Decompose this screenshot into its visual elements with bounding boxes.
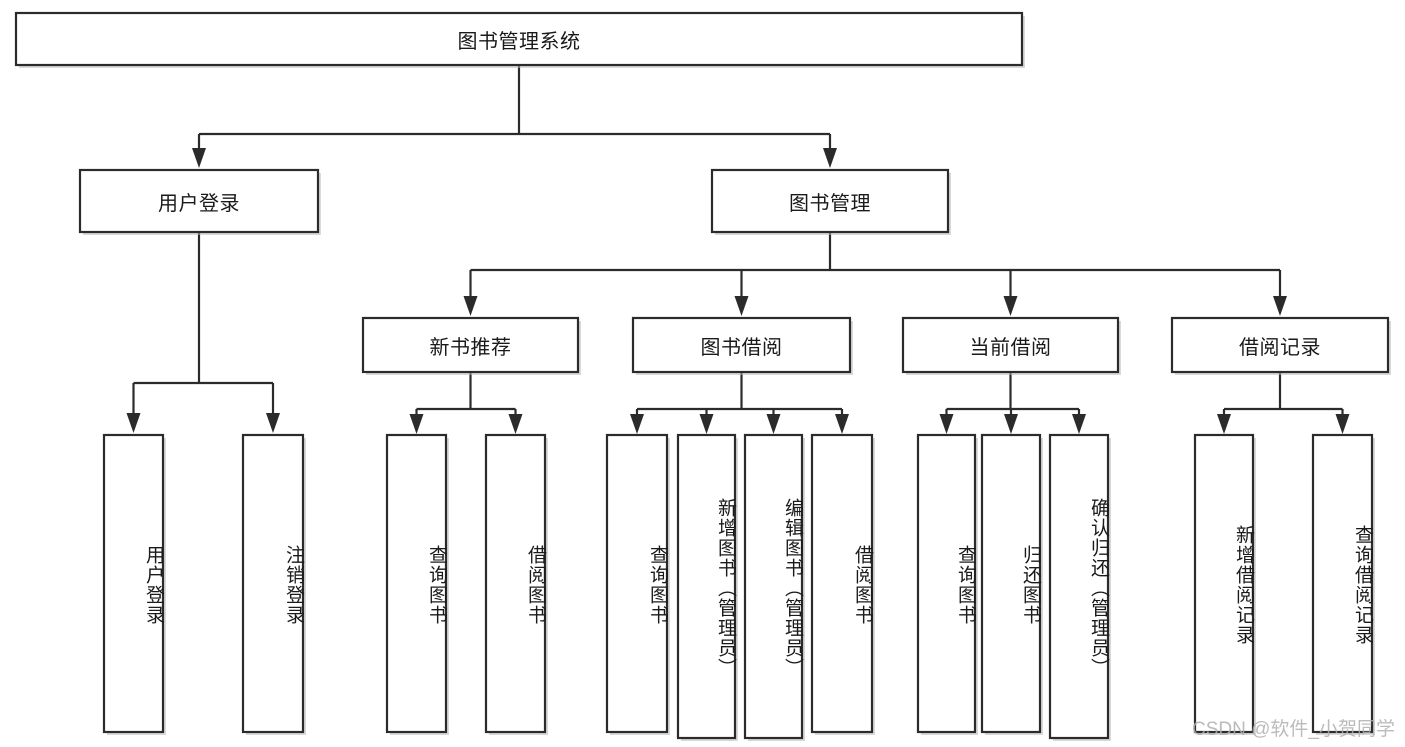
leaf-node-box[interactable]	[241, 433, 305, 734]
arrow-head	[939, 414, 954, 434]
arrow-head	[463, 296, 478, 316]
level1-node-box[interactable]	[78, 168, 320, 234]
leaf-node-box[interactable]	[743, 433, 804, 740]
leaf-node-box[interactable]	[810, 433, 874, 734]
leaf-node-box[interactable]	[102, 433, 165, 734]
level1-node-box[interactable]	[710, 168, 950, 234]
leaf-node-box[interactable]	[916, 433, 977, 734]
arrow-head	[126, 413, 141, 433]
leaf-node-box[interactable]	[484, 433, 547, 734]
arrow-head	[699, 414, 714, 434]
arrow-head	[409, 414, 424, 434]
level2-node-box[interactable]	[361, 316, 580, 374]
arrow-head	[1217, 414, 1231, 434]
edges-layer	[126, 65, 1350, 434]
arrow-head	[835, 414, 849, 434]
arrow-head	[1335, 414, 1350, 434]
boxes-layer	[14, 11, 1391, 741]
arrow-head	[823, 148, 837, 168]
arrow-head	[266, 413, 280, 433]
arrow-head	[1273, 296, 1287, 316]
leaf-node-box[interactable]	[1311, 433, 1374, 734]
arrow-head	[734, 296, 749, 316]
level2-node-box[interactable]	[631, 316, 852, 374]
leaf-node-box[interactable]	[1193, 433, 1255, 734]
leaf-node-box[interactable]	[1048, 433, 1110, 740]
arrow-head	[1072, 414, 1086, 434]
level2-node-box[interactable]	[901, 316, 1120, 374]
arrow-head	[1003, 296, 1018, 316]
arrow-head	[630, 414, 644, 434]
level2-node-box[interactable]	[1170, 316, 1390, 374]
arrow-head	[766, 414, 781, 434]
leaf-node-box[interactable]	[980, 433, 1042, 734]
arrow-head	[1004, 414, 1018, 434]
leaf-node-box[interactable]	[605, 433, 669, 734]
arrow-head	[192, 148, 206, 168]
leaf-node-box[interactable]	[676, 433, 737, 740]
arrow-head	[508, 414, 523, 434]
leaf-node-box[interactable]	[385, 433, 448, 734]
root-node-box[interactable]	[14, 11, 1024, 67]
